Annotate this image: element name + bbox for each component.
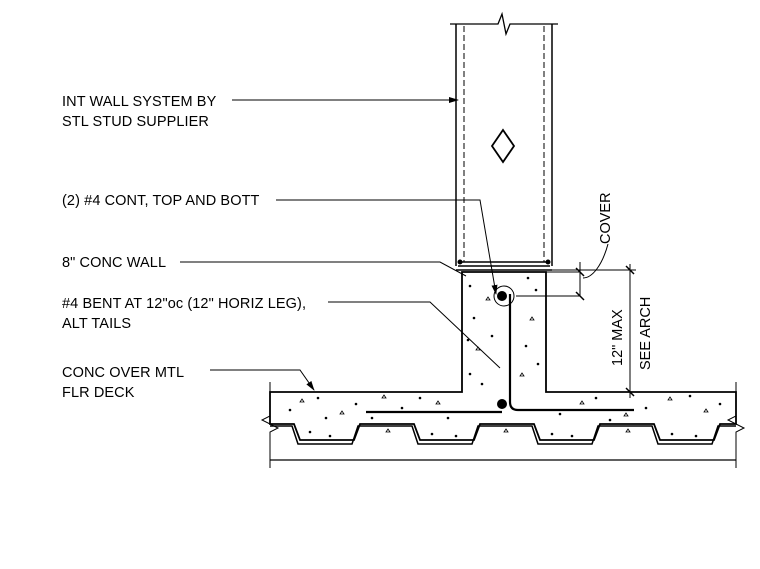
conc-wall-label: 8" CONC WALL — [62, 255, 167, 271]
bent-bars-label: #4 BENT AT 12"oc (12" HORIZ LEG), ALT TA… — [62, 294, 306, 334]
wall-system-line-2: STL STUD SUPPLIER — [62, 114, 210, 130]
bent-bars-line-2: ALT TAILS — [62, 316, 132, 332]
leaders — [180, 97, 501, 391]
dimension-lines — [516, 243, 636, 398]
diamond-icon — [490, 128, 516, 164]
wall-system-line-1: INT WALL SYSTEM BY — [62, 94, 217, 110]
deck-line-2: FLR DECK — [62, 385, 135, 401]
rebar — [366, 285, 634, 414]
slab-break-lines — [260, 382, 746, 468]
stud-wall — [455, 24, 553, 271]
deck-line-1: CONC OVER MTL — [62, 365, 185, 381]
metal-deck — [270, 425, 736, 461]
wall-system-label: INT WALL SYSTEM BY STL STUD SUPPLIER — [62, 92, 216, 132]
see-arch-label: SEE ARCH — [638, 296, 654, 370]
deck-label: CONC OVER MTL FLR DECK — [62, 363, 184, 403]
bent-bars-line-1: #4 BENT AT 12"oc (12" HORIZ LEG), — [62, 296, 307, 312]
cover-label: COVER — [598, 192, 614, 244]
cont-bars-label: (2) #4 CONT, TOP AND BOTT — [62, 193, 260, 209]
break-line-icon — [450, 11, 558, 37]
max-height-label: 12" MAX — [610, 309, 626, 366]
